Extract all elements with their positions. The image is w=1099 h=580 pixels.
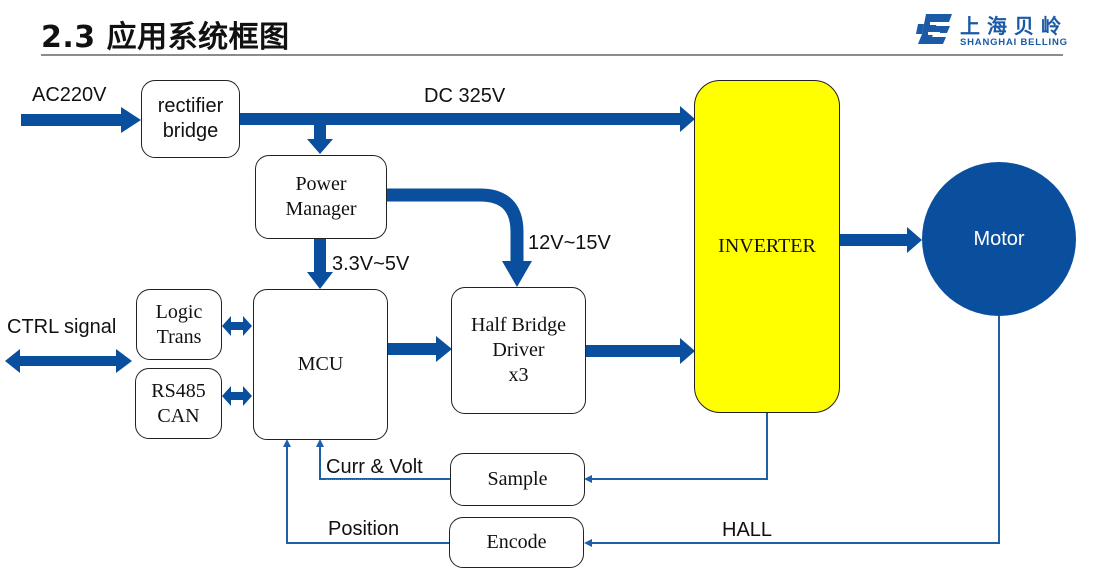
ctrl-signal-label: CTRL signal <box>7 316 117 338</box>
driver-to-inverter-arrow <box>586 338 695 364</box>
motor-block: Motor <box>922 162 1076 316</box>
driver-supply-label: 12V~15V <box>528 232 611 254</box>
inverter-block: INVERTER <box>694 80 840 413</box>
position-label: Position <box>328 518 400 540</box>
curr-volt-label: Curr & Volt <box>326 456 423 478</box>
logo-name-en: SHANGHAI BELLING <box>960 37 1068 48</box>
power-to-driver-arrow <box>387 188 532 287</box>
page-title: 2.3 应用系统框图 <box>41 20 290 55</box>
ac-input-arrow <box>21 107 141 133</box>
sample-to-mcu-line <box>316 439 451 480</box>
logic-trans-block: Logic Trans <box>136 289 222 360</box>
encode-block: Encode <box>449 517 584 568</box>
company-logo: 上海贝岭 SHANGHAI BELLING <box>916 10 1076 50</box>
dc-bus-arrow <box>240 106 695 132</box>
power-manager-block: Power Manager <box>255 155 387 239</box>
logo-name-cn: 上海贝岭 <box>960 14 1068 38</box>
title-divider <box>41 54 1063 56</box>
mcu-block: MCU <box>253 289 388 440</box>
spellcheck-underline <box>326 476 372 480</box>
power-to-mcu-arrow <box>307 239 333 289</box>
rs485-can-block: RS485 CAN <box>135 368 222 439</box>
mcu-supply-label: 3.3V~5V <box>332 253 410 275</box>
dc-bus-label: DC 325V <box>424 85 506 107</box>
ac-input-label: AC220V <box>32 84 107 106</box>
motor-to-encode-line <box>584 316 1000 547</box>
rs485-mcu-arrow <box>222 386 252 406</box>
logic-trans-mcu-arrow <box>222 316 252 336</box>
sample-block: Sample <box>450 453 585 506</box>
hall-label: HALL <box>722 519 773 541</box>
inverter-to-sample-line <box>584 413 768 483</box>
encode-to-mcu-line <box>283 439 450 544</box>
inverter-to-motor-arrow <box>840 227 922 253</box>
mcu-to-driver-arrow <box>388 336 452 362</box>
shanghai-belling-logo-icon <box>916 14 952 44</box>
ctrl-signal-arrow <box>5 349 132 373</box>
rectifier-bridge-block: rectifier bridge <box>141 80 240 158</box>
half-bridge-driver-block: Half Bridge Driver x3 <box>451 287 586 414</box>
rectifier-to-power-arrow <box>307 120 333 154</box>
